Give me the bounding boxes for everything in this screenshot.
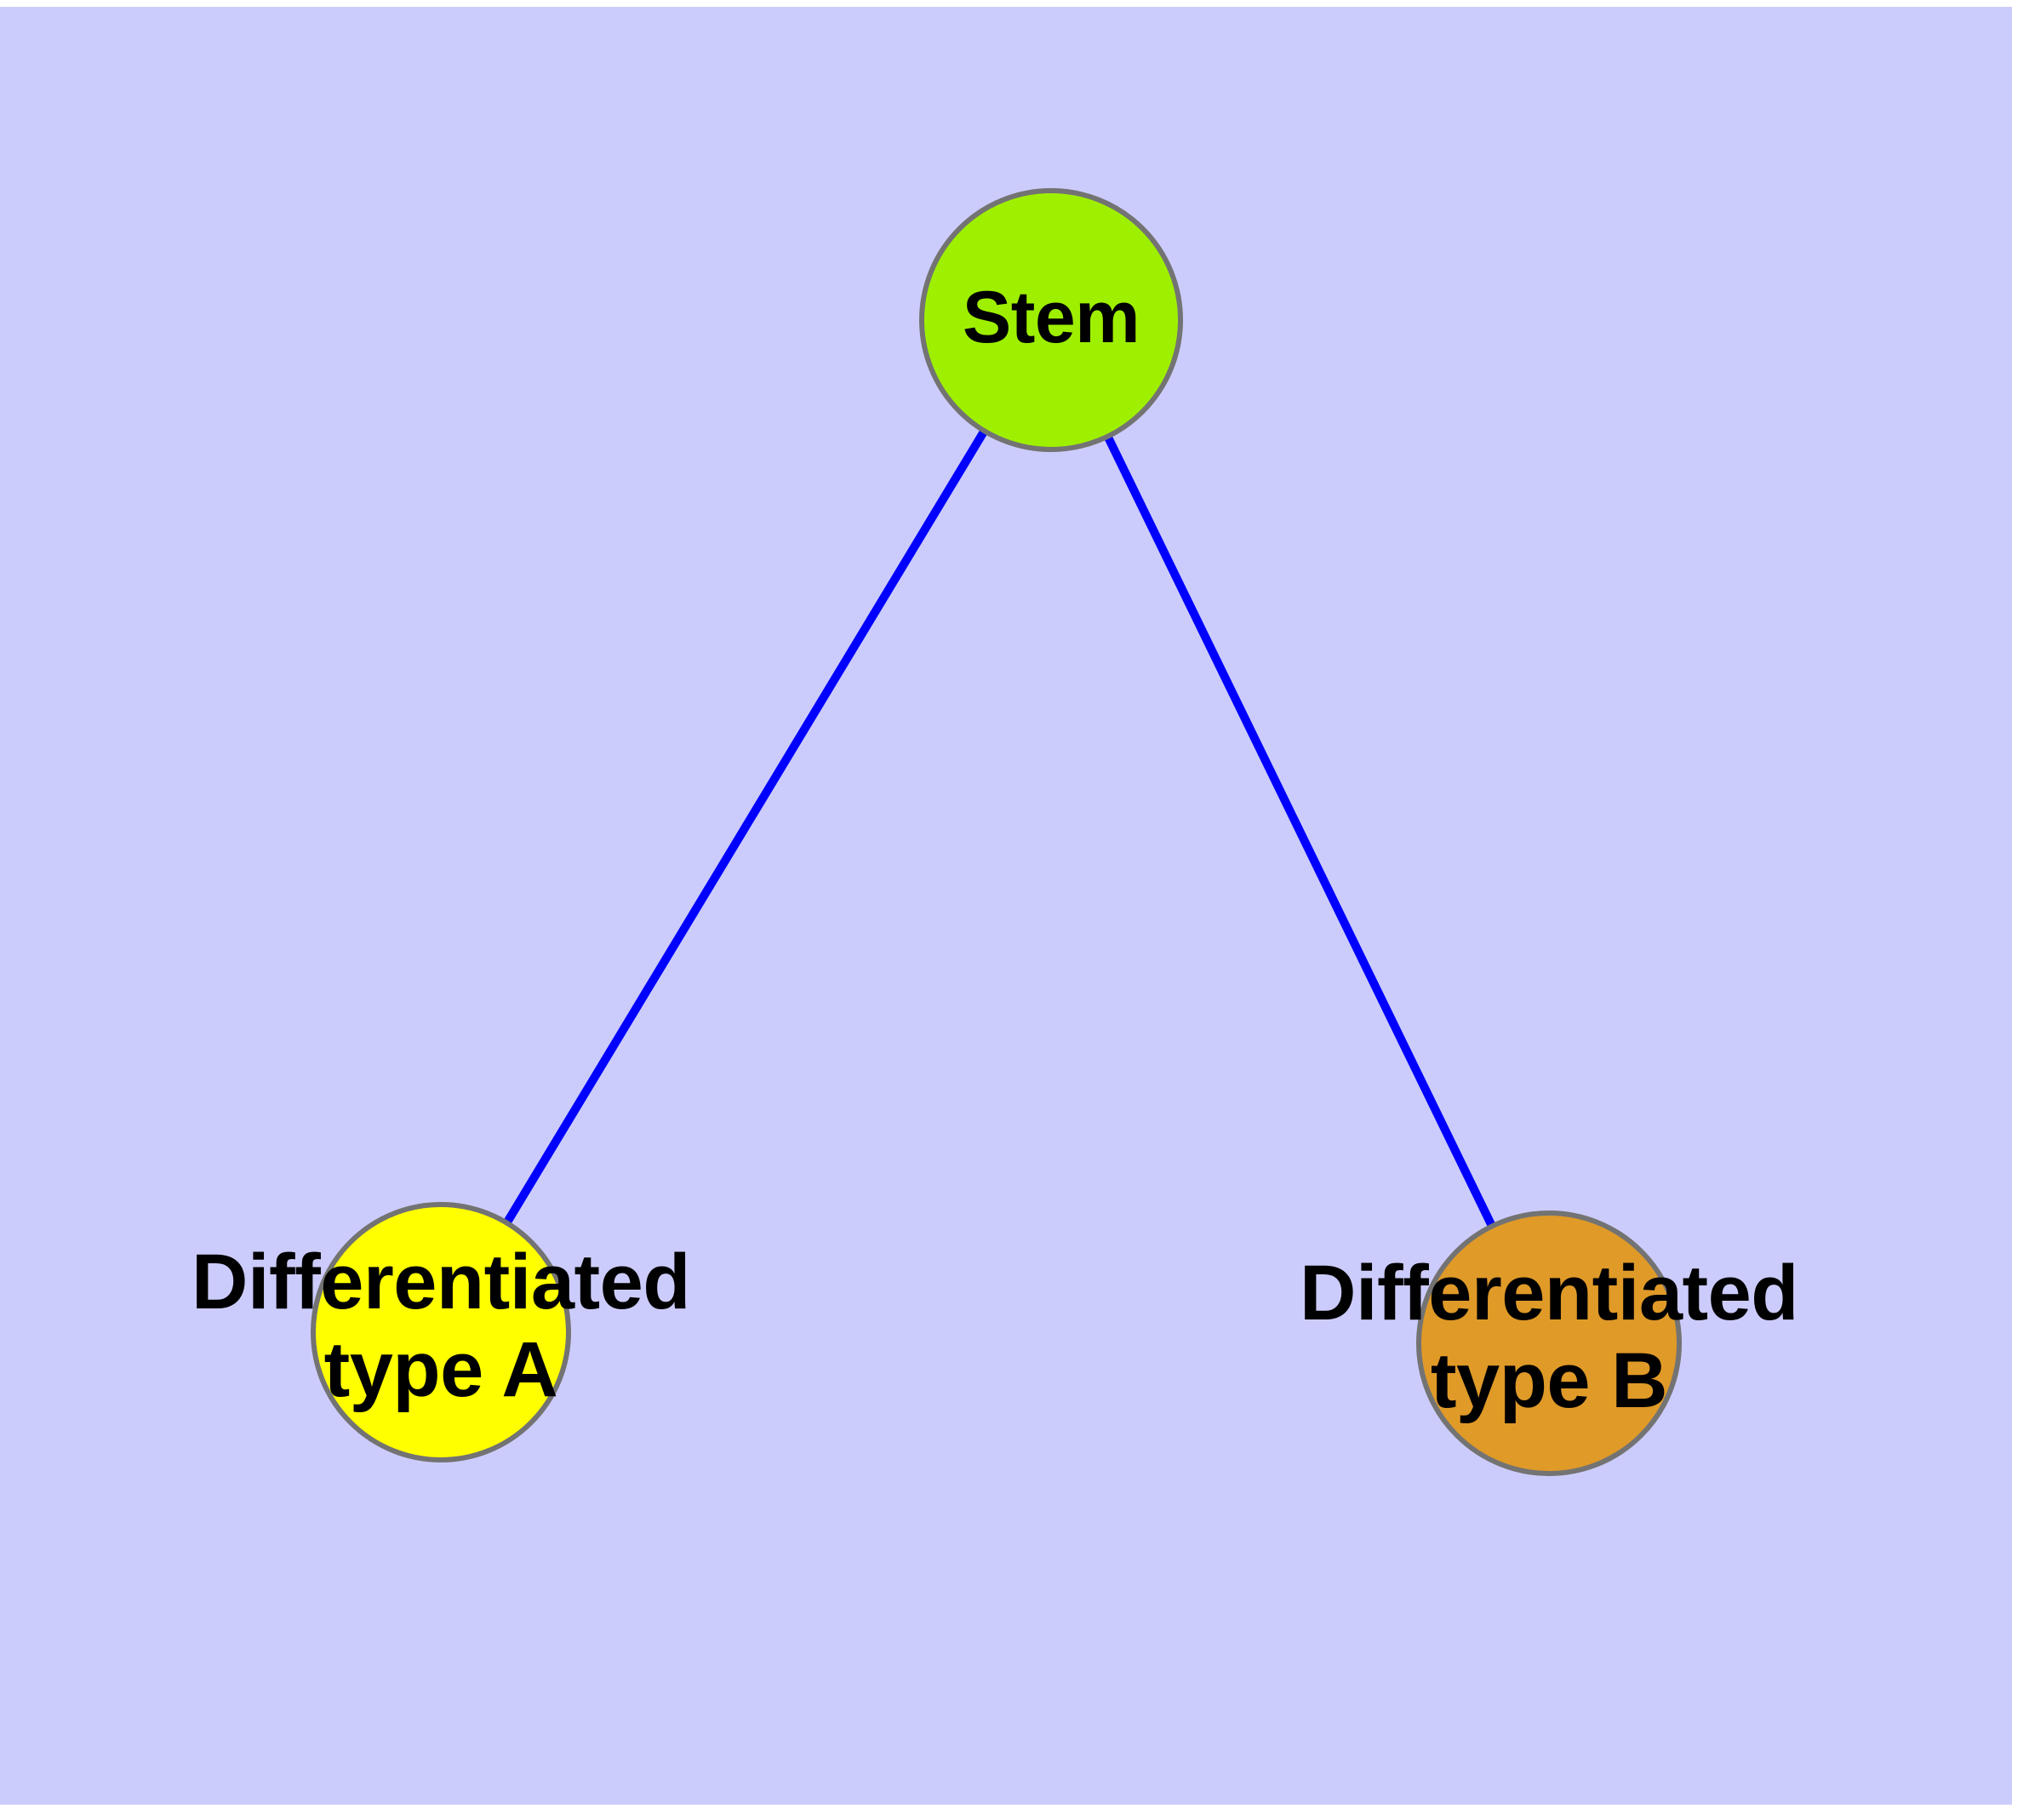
node-layer <box>311 188 1682 1476</box>
graph-svg <box>311 188 1682 1476</box>
diagram-plot-area: Stem Differentiated type A Differentiate… <box>0 7 2012 1805</box>
node-differentiated-type-b[interactable] <box>1416 1210 1682 1476</box>
node-differentiated-type-a[interactable] <box>311 1202 571 1462</box>
edge-layer <box>437 318 1553 1346</box>
edge-stem-to-differentiated-type-a[interactable] <box>437 318 1055 1335</box>
edge-stem-to-differentiated-type-b[interactable] <box>1047 318 1553 1346</box>
node-stem[interactable] <box>919 188 1183 452</box>
